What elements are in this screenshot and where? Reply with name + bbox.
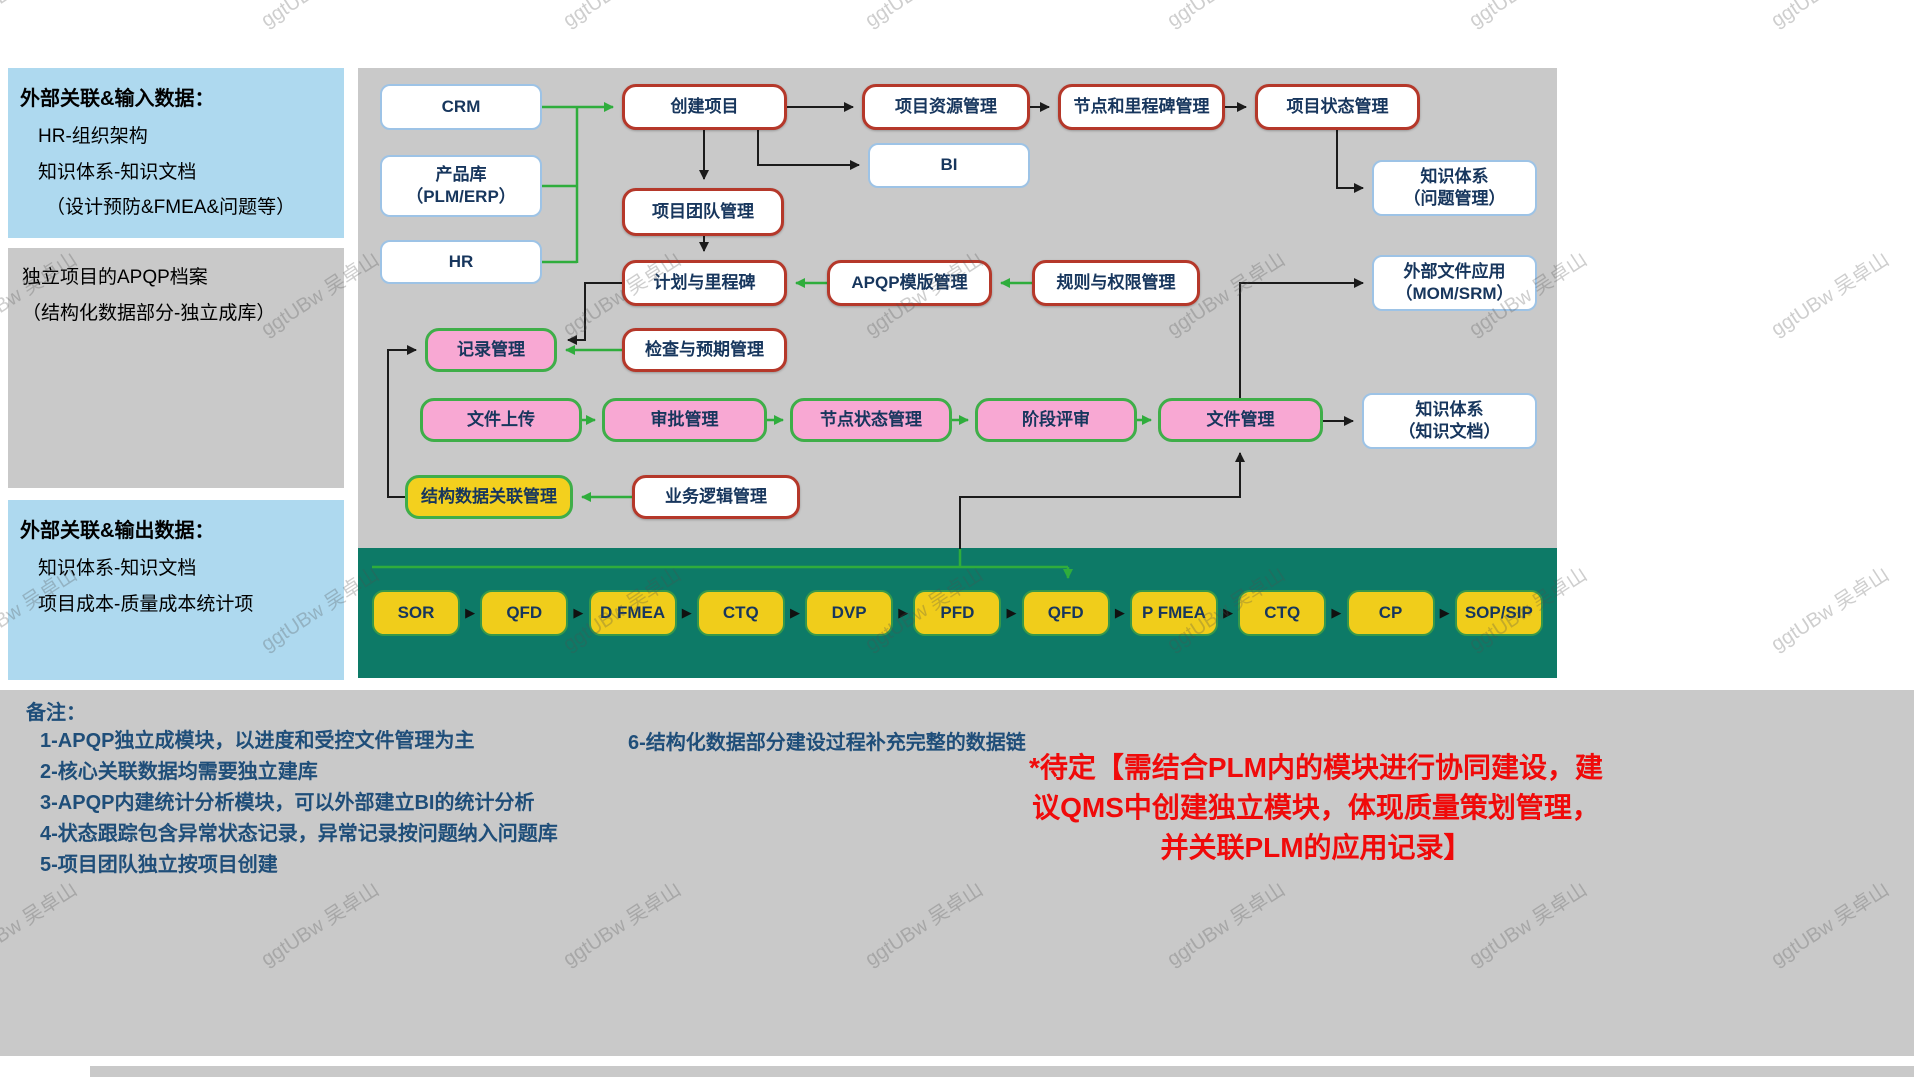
note-item: 3-APQP内建统计分析模块，可以外部建立BI的统计分析 [40, 792, 535, 814]
notes-title: 备注： [26, 702, 86, 724]
node-node-milestone-mgmt: 节点和里程碑管理 [1058, 84, 1225, 130]
node-knowledge-issue-mgmt: 知识体系 （问题管理） [1372, 160, 1537, 216]
notes-area: 备注： 1-APQP独立成模块，以进度和受控文件管理为主 2-核心关联数据均需要… [0, 690, 1914, 1056]
flow-band-item: QFD [480, 590, 569, 636]
pending-decision-note: *待定【需结合PLM内的模块进行协同建设，建 议QMS中创建独立模块，体现质量策… [1028, 752, 1603, 863]
note-item: 2-核心关联数据均需要独立建库 [40, 761, 318, 783]
node-hr: HR [380, 240, 542, 284]
flow-band-item: CP [1346, 590, 1435, 636]
archive-panel-line: 独立项目的APQP档案 [22, 267, 208, 288]
flow-arrow-icon: ▶ [1439, 605, 1450, 620]
output-panel-item: 知识体系-知识文档 [38, 558, 197, 579]
note-item-6: 6-结构化数据部分建设过程补充完整的数据链 [628, 732, 1026, 754]
output-panel-title: 外部关联&输出数据： [20, 520, 215, 542]
flow-arrow-icon: ▶ [681, 605, 692, 620]
node-structured-data-link-mgmt: 结构数据关联管理 [405, 475, 573, 519]
node-node-status-mgmt: 节点状态管理 [790, 398, 952, 442]
flow-band-item: SOP/SIP [1454, 590, 1543, 636]
flow-band-item: CTQ [696, 590, 785, 636]
node-apqp-template-mgmt: APQP模版管理 [827, 260, 992, 306]
node-business-logic-mgmt: 业务逻辑管理 [632, 475, 800, 519]
input-panel-item: 知识体系-知识文档 [38, 161, 197, 183]
flow-arrow-icon: ▶ [789, 605, 800, 620]
flow-band-item: P FMEA [1129, 590, 1218, 636]
flow-band-item: SOR [372, 590, 460, 636]
input-panel-title: 外部关联&输入数据： [20, 88, 215, 110]
flow-arrow-icon: ▶ [465, 605, 476, 620]
structured-data-flow-band: SOR ▶ QFD ▶ D FMEA ▶ CTQ ▶ DVP ▶ PFD ▶ Q… [358, 548, 1557, 678]
node-product-library: 产品库 （PLM/ERP） [380, 155, 542, 217]
diagram-main-area: SOR ▶ QFD ▶ D FMEA ▶ CTQ ▶ DVP ▶ PFD ▶ Q… [358, 68, 1557, 678]
node-project-status-mgmt: 项目状态管理 [1255, 84, 1420, 130]
input-data-panel: 外部关联&输入数据： HR-组织架构 知识体系-知识文档 （设计预防&FMEA&… [8, 68, 344, 238]
flow-arrow-icon: ▶ [1006, 605, 1017, 620]
node-record-mgmt: 记录管理 [425, 328, 557, 372]
flow-band-item: QFD [1021, 590, 1110, 636]
node-plan-milestone: 计划与里程碑 [622, 260, 787, 306]
node-inspection-expectation-mgmt: 检查与预期管理 [622, 328, 787, 372]
flow-band-item: CTQ [1238, 590, 1327, 636]
apqp-archive-panel: 独立项目的APQP档案 （结构化数据部分-独立成库） [8, 248, 344, 488]
flow-arrow-icon: ▶ [1223, 605, 1234, 620]
flow-arrow-icon: ▶ [1331, 605, 1342, 620]
node-phase-review: 阶段评审 [975, 398, 1137, 442]
notes-list: 1-APQP独立成模块，以进度和受控文件管理为主 2-核心关联数据均需要独立建库… [40, 726, 558, 881]
note-item: 4-状态跟踪包含异常状态记录，异常记录按问题纳入问题库 [40, 823, 558, 845]
input-panel-item: （设计预防&FMEA&问题等） [46, 197, 296, 219]
node-approval-mgmt: 审批管理 [602, 398, 767, 442]
node-crm: CRM [380, 84, 542, 130]
node-external-file-app: 外部文件应用 （MOM/SRM） [1372, 255, 1537, 311]
node-bi: BI [868, 143, 1030, 188]
node-file-upload: 文件上传 [420, 398, 582, 442]
flow-band-item: PFD [913, 590, 1002, 636]
note-item: 1-APQP独立成模块，以进度和受控文件管理为主 [40, 730, 475, 752]
note-item: 5-项目团队独立按项目创建 [40, 854, 278, 876]
flow-arrow-icon: ▶ [1114, 605, 1125, 620]
flow-arrow-icon: ▶ [573, 605, 584, 620]
node-project-team-mgmt: 项目团队管理 [622, 188, 784, 236]
node-knowledge-doc: 知识体系 （知识文档） [1362, 393, 1537, 449]
node-create-project: 创建项目 [622, 84, 787, 130]
input-panel-item: HR-组织架构 [38, 126, 148, 147]
flow-arrow-icon: ▶ [898, 605, 909, 620]
node-rules-permission-mgmt: 规则与权限管理 [1032, 260, 1200, 306]
archive-panel-line: （结构化数据部分-独立成库） [22, 302, 276, 324]
bottom-strip [90, 1066, 1914, 1077]
output-panel-item: 项目成本-质量成本统计项 [38, 593, 254, 615]
flow-band-item: DVP [805, 590, 894, 636]
node-project-resource-mgmt: 项目资源管理 [862, 84, 1030, 130]
node-file-mgmt: 文件管理 [1158, 398, 1323, 442]
output-data-panel: 外部关联&输出数据： 知识体系-知识文档 项目成本-质量成本统计项 [8, 500, 344, 680]
flow-band-item: D FMEA [588, 590, 677, 636]
